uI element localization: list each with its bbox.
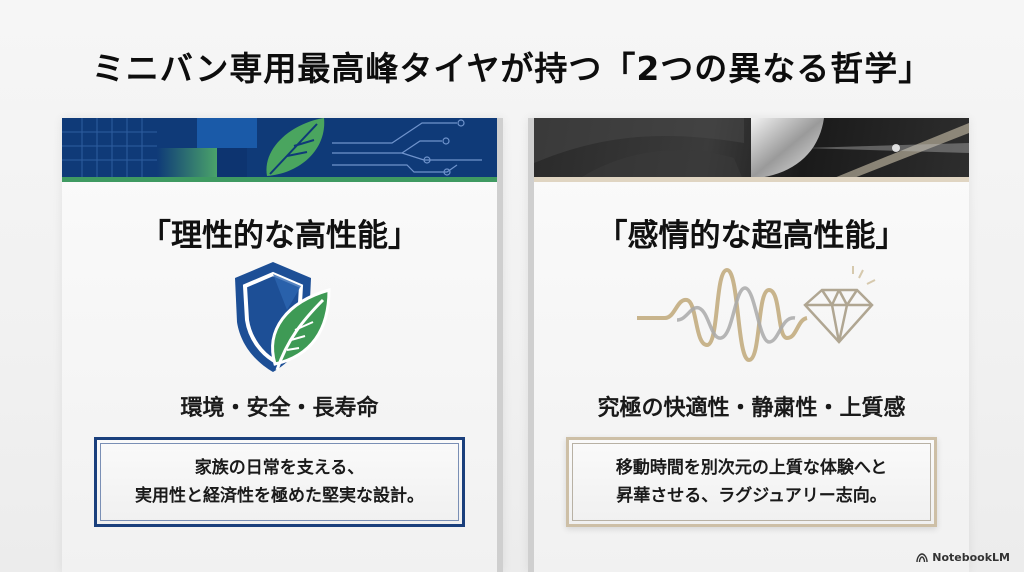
card-subtitle: 究極の快適性・静粛性・上質感 bbox=[597, 396, 906, 421]
description-line-1: 移動時間を別次元の上質な体験へと bbox=[615, 458, 888, 478]
card-description-box: 家族の日常を支える、 実用性と経済性を極めた堅実な設計。 bbox=[94, 437, 465, 527]
emotional-performance-card: 「感情的な超高性能」 究極の快適性・静粛性・上質感 移動時間を別次元の上質な体験… bbox=[528, 118, 969, 572]
card-subtitle: 環境・安全・長寿命 bbox=[180, 396, 379, 421]
soundwave-diamond-icon bbox=[534, 260, 969, 380]
banner-stripe bbox=[534, 177, 969, 182]
shield-leaf-icon bbox=[62, 260, 497, 380]
description-line-2: 実用性と経済性を極めた堅実な設計。 bbox=[135, 486, 424, 506]
notebooklm-logo-icon bbox=[916, 553, 928, 562]
card-description-box: 移動時間を別次元の上質な体験へと 昇華させる、ラグジュアリー志向。 bbox=[566, 437, 937, 527]
watermark-text: NotebookLM bbox=[932, 551, 1010, 564]
rational-performance-card: 「理性的な高性能」 環境・安全・長寿命 家族の日常を支える、 実用性と経済性を極… bbox=[62, 118, 503, 572]
description-line-1: 家族の日常を支える、 bbox=[194, 458, 365, 478]
metallic-banner bbox=[534, 118, 969, 182]
banner-stripe bbox=[62, 177, 497, 182]
card-heading: 「感情的な超高性能」 bbox=[596, 218, 907, 254]
description-line-2: 昇華させる、ラグジュアリー志向。 bbox=[616, 486, 887, 506]
card-heading: 「理性的な高性能」 bbox=[140, 218, 419, 254]
tech-leaf-banner bbox=[62, 118, 497, 182]
page-title: ミニバン専用最高峰タイヤが持つ「2つの異なる哲学」 bbox=[91, 49, 933, 88]
notebooklm-watermark: NotebookLM bbox=[916, 551, 1010, 564]
